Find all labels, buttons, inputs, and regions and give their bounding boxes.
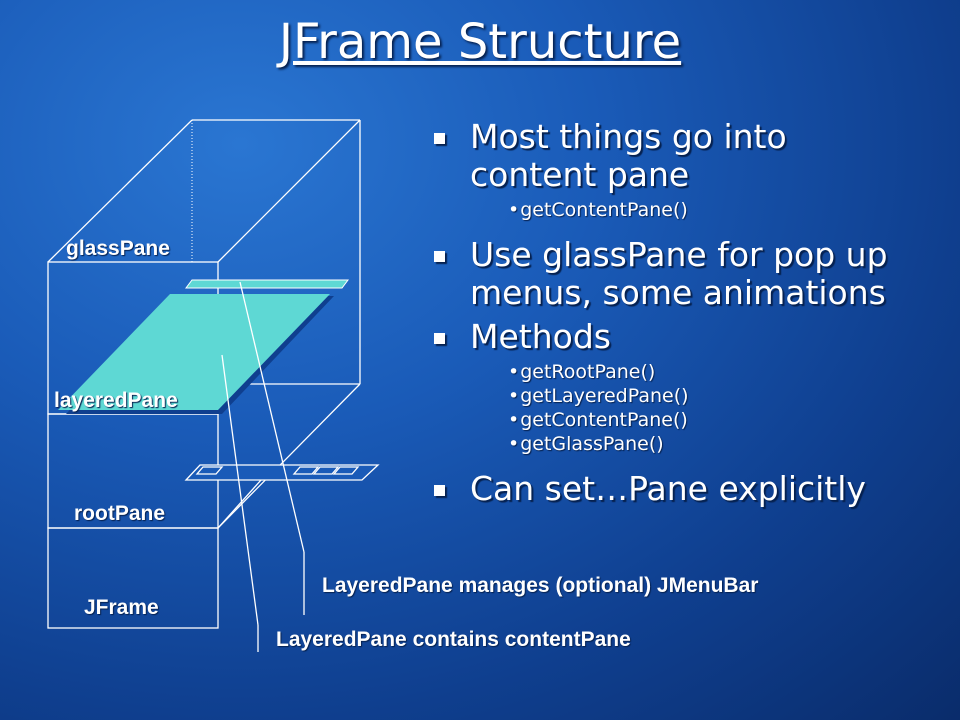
bullet-item: Can set…Pane explicitly <box>430 470 955 508</box>
bullet-text: Use glassPane for pop up <box>470 235 888 274</box>
sub-bullet-list: getContentPane() <box>508 198 955 222</box>
glasspane-label: glassPane <box>66 237 170 260</box>
sub-bullet-item: getLayeredPane() <box>508 384 955 408</box>
bullet-text: content pane <box>470 155 690 194</box>
bullet-text: menus, some animations <box>470 273 886 312</box>
sub-bullet-list: getRootPane() getLayeredPane() getConten… <box>508 360 955 456</box>
sub-bullet-item: getRootPane() <box>508 360 955 384</box>
content-panel <box>58 294 330 410</box>
jframe-label: JFrame <box>84 596 159 619</box>
jframe-box <box>47 527 219 629</box>
rootpane-label: rootPane <box>74 502 166 525</box>
sub-bullet-item: getContentPane() <box>508 198 955 222</box>
menubar-strip <box>184 464 380 481</box>
slide-title: JFrame Structure <box>278 14 682 70</box>
bullet-icon <box>430 118 470 194</box>
menubar-panel <box>185 279 349 289</box>
bullet-icon <box>430 470 470 508</box>
sub-bullet-item: getGlassPane() <box>508 432 955 456</box>
bullet-item: Methods <box>430 318 955 356</box>
bullet-icon <box>430 236 470 312</box>
bullet-text: Methods <box>470 317 611 356</box>
menubar-annotation: LayeredPane manages (optional) JMenuBar <box>322 574 759 597</box>
bullet-text: Can set…Pane explicitly <box>470 469 866 508</box>
contentpane-annotation: LayeredPane contains contentPane <box>276 628 631 651</box>
sub-bullet-item: getContentPane() <box>508 408 955 432</box>
layeredpane-label: layeredPane <box>54 389 178 412</box>
bullet-icon <box>430 318 470 356</box>
bullet-text: Most things go into <box>470 117 787 156</box>
